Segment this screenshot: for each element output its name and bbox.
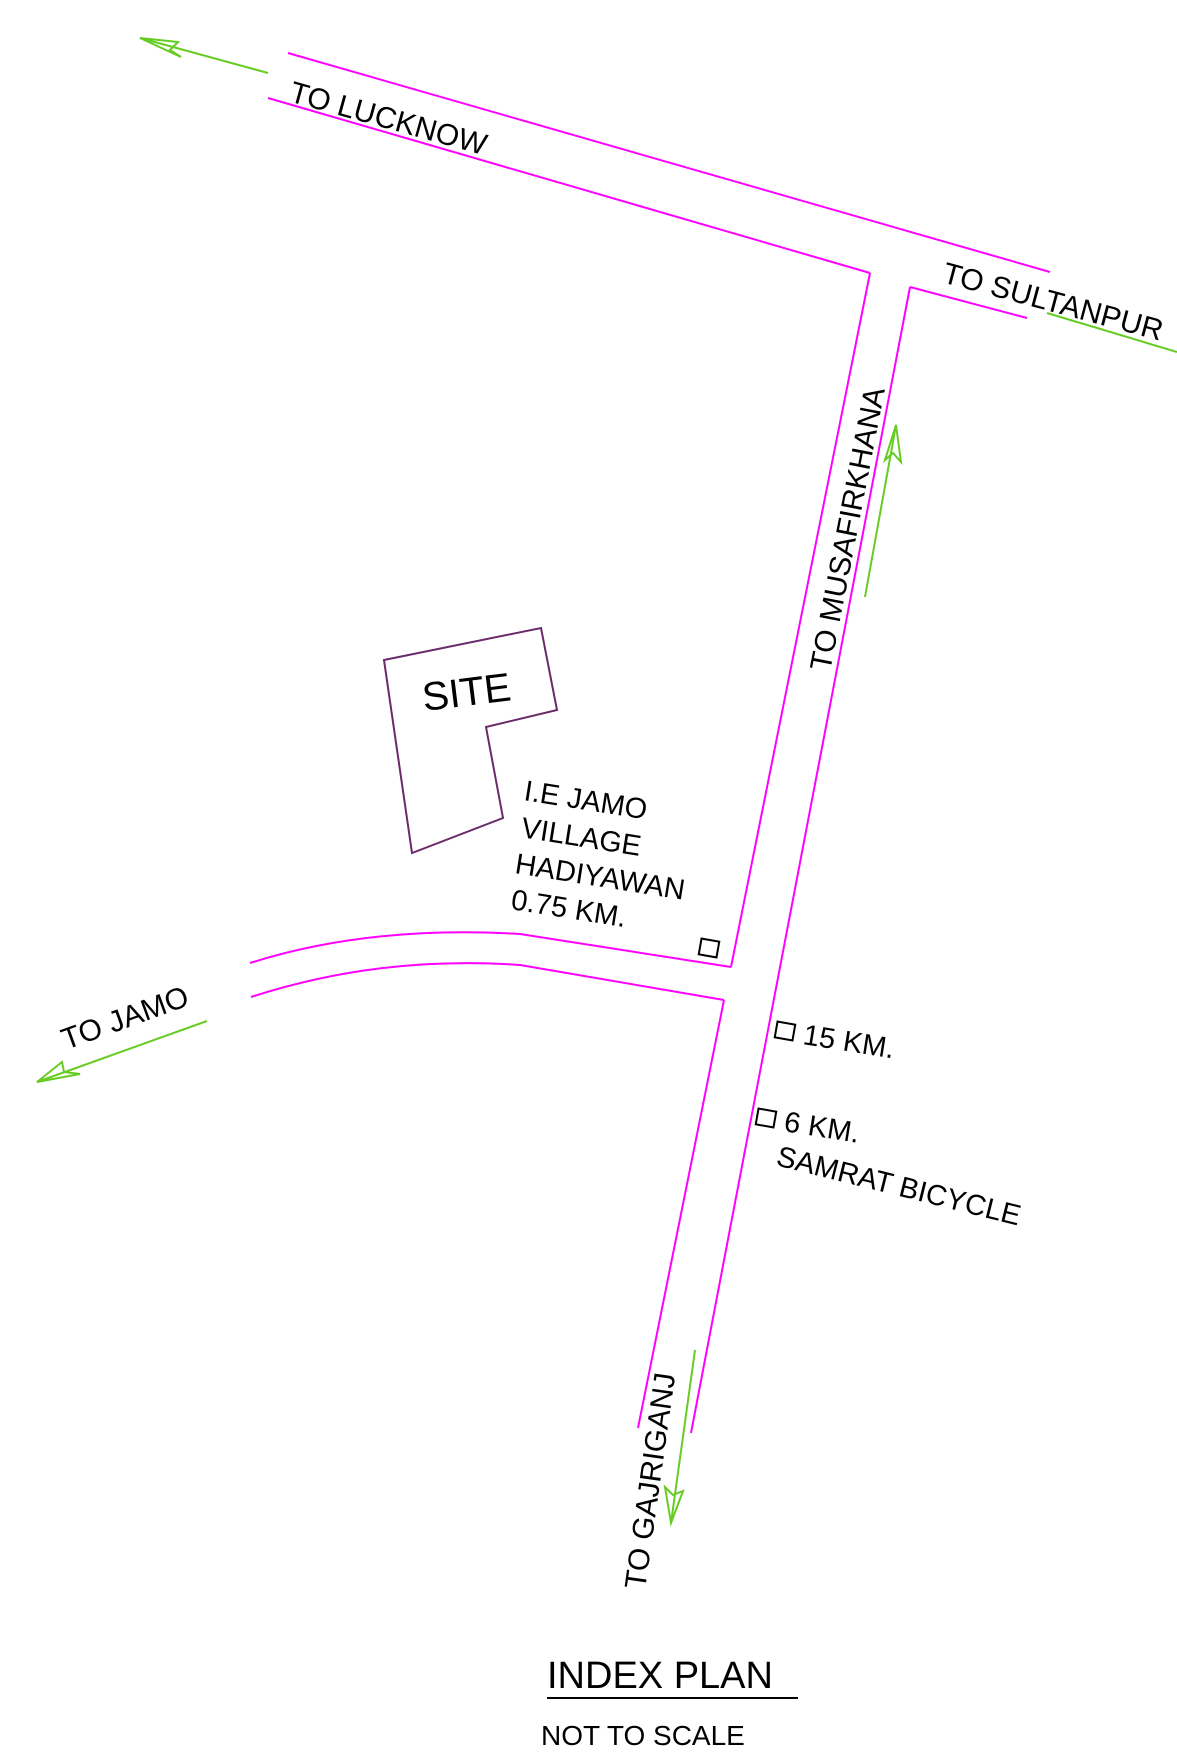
- highway-lower-edge-east: [909, 286, 1028, 319]
- main-road-west-edge-north: [730, 272, 871, 968]
- arrow-to-gajriganj-icon: [663, 1349, 696, 1527]
- label-marker-15km: 15 KM.: [801, 1019, 897, 1065]
- arrow-to-musafirkhana-icon: [864, 424, 903, 598]
- arrow-to-lucknow-icon: [139, 37, 269, 74]
- plan-subtitle: NOT TO SCALE: [541, 1720, 745, 1751]
- highway-lower-edge-west: [267, 97, 871, 274]
- marker-6km-icon: [754, 1107, 778, 1129]
- main-road-east-edge: [690, 286, 911, 1434]
- arrow-to-sultanpur-icon: [1046, 312, 1177, 353]
- arrow-to-jamo-icon: [36, 1020, 208, 1083]
- jamo-road-south-edge: [250, 962, 725, 1001]
- label-to-gajriganj: TO GAJRIGANJ: [619, 1371, 682, 1591]
- marker-15km-icon: [773, 1020, 797, 1042]
- plan-title: INDEX PLAN: [547, 1655, 773, 1697]
- jamo-road-north-edge: [249, 931, 732, 968]
- main-road-west-edge-south: [637, 999, 725, 1429]
- roads: [249, 52, 1051, 1434]
- label-to-sultanpur: TO SULTANPUR: [939, 257, 1167, 348]
- highway-upper-edge: [287, 52, 1051, 273]
- marker-landmark-icon: [697, 937, 721, 959]
- direction-arrows: [36, 37, 1177, 1527]
- label-to-lucknow: TO LUCKNOW: [286, 76, 491, 162]
- label-to-musafirkhana: TO MUSAFIRKHANA: [804, 385, 891, 674]
- label-to-jamo: TO JAMO: [57, 980, 193, 1056]
- site-boundary: [382, 626, 559, 855]
- label-samrat-bicycle: SAMRAT BICYCLE: [773, 1141, 1024, 1233]
- label-site: SITE: [420, 665, 514, 720]
